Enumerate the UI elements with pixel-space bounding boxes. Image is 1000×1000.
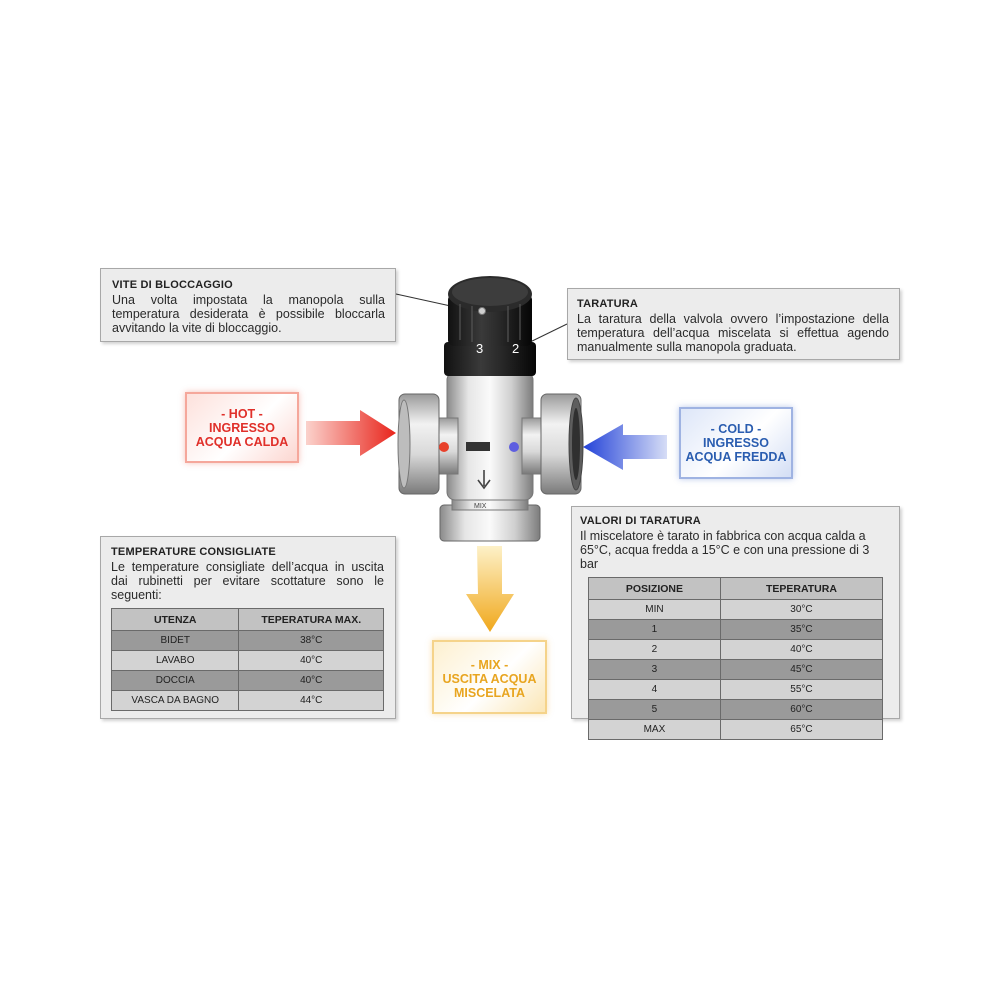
body-logo bbox=[466, 442, 490, 451]
table-header: TEPERATURA bbox=[719, 577, 884, 600]
cold-indicator-dot bbox=[509, 442, 519, 452]
cold-inflow-arrow bbox=[583, 424, 667, 470]
hot-label-line3: ACQUA CALDA bbox=[195, 435, 289, 449]
table-cell: 40°C bbox=[238, 650, 384, 671]
table-cell: 65°C bbox=[719, 719, 884, 740]
table-cell: VASCA DA BAGNO bbox=[110, 690, 240, 711]
valori-di-taratura-panel: VALORI DI TARATURA Il miscelatore è tara… bbox=[571, 506, 900, 740]
table-header: UTENZA bbox=[110, 608, 240, 631]
mix-label-line2: USCITA ACQUA bbox=[442, 672, 537, 686]
table-cell: 30°C bbox=[719, 599, 884, 620]
table-cell: 3 bbox=[588, 659, 721, 680]
table-cell: MAX bbox=[588, 719, 721, 740]
vite-di-bloccaggio-panel: VITE DI BLOCCAGGIO Una volta impostata l… bbox=[100, 268, 396, 342]
cold-inlet-connector bbox=[521, 393, 584, 495]
locking-screw-icon[interactable] bbox=[478, 307, 486, 315]
cold-label-line3: ACQUA FREDDA bbox=[685, 450, 787, 464]
table-row: 2 40°C bbox=[588, 639, 884, 660]
thermostatic-knob[interactable] bbox=[444, 276, 536, 376]
table-cell: LAVABO bbox=[110, 650, 240, 671]
hot-label-line1: - HOT - bbox=[221, 407, 263, 421]
temperature-table: UTENZA TEPERATURA MAX. BIDET 38°C LAVABO… bbox=[110, 608, 384, 711]
table-row: 1 35°C bbox=[588, 619, 884, 640]
flow-direction-icon bbox=[477, 470, 491, 490]
cold-label-line1: - COLD - bbox=[710, 422, 762, 436]
table-cell: 40°C bbox=[719, 639, 884, 660]
table-header: TEPERATURA MAX. bbox=[238, 608, 384, 631]
table-cell: 2 bbox=[588, 639, 721, 660]
cold-inlet-label: - COLD - INGRESSO ACQUA FREDDA bbox=[679, 407, 793, 479]
table-row: DOCCIA 40°C bbox=[110, 670, 384, 691]
table-cell: 4 bbox=[588, 679, 721, 700]
dial-number-2: 2 bbox=[512, 341, 520, 356]
taratura-text: La taratura della valvola ovvero l’impos… bbox=[577, 312, 889, 354]
vite-title: VITE DI BLOCCAGGIO bbox=[112, 279, 233, 291]
mix-outlet-label: - MIX - USCITA ACQUA MISCELATA bbox=[432, 640, 547, 714]
table-row: MIN 30°C bbox=[588, 599, 884, 620]
table-row: LAVABO 40°C bbox=[110, 650, 384, 671]
hot-inflow-arrow bbox=[306, 410, 396, 456]
table-cell: 44°C bbox=[238, 690, 384, 711]
valve-body-marking: MIX bbox=[474, 503, 487, 510]
mix-outflow-arrow bbox=[466, 546, 514, 632]
table-row: 3 45°C bbox=[588, 659, 884, 680]
temperature-text: Le temperature consigliate dell’acqua in… bbox=[111, 560, 384, 602]
table-cell: DOCCIA bbox=[110, 670, 240, 691]
table-cell: 1 bbox=[588, 619, 721, 640]
table-cell: 35°C bbox=[719, 619, 884, 640]
table-cell: 5 bbox=[588, 699, 721, 720]
taratura-panel: TARATURA La taratura della valvola ovver… bbox=[567, 288, 900, 360]
table-cell: 40°C bbox=[238, 670, 384, 691]
table-cell: 45°C bbox=[719, 659, 884, 680]
valori-table: POSIZIONE TEPERATURA MIN 30°C 1 35°C 2 4… bbox=[588, 577, 884, 740]
mix-label-line3: MISCELATA bbox=[453, 686, 526, 700]
hot-inlet-label: - HOT - INGRESSO ACQUA CALDA bbox=[185, 392, 299, 463]
taratura-title: TARATURA bbox=[577, 298, 639, 310]
temperature-consigliate-panel: TEMPERATURE CONSIGLIATE Le temperature c… bbox=[100, 536, 396, 719]
table-row: 4 55°C bbox=[588, 679, 884, 700]
table-cell: BIDET bbox=[110, 630, 240, 651]
hot-indicator-dot bbox=[439, 442, 449, 452]
table-cell: 55°C bbox=[719, 679, 884, 700]
table-row: MAX 65°C bbox=[588, 719, 884, 740]
table-cell: 38°C bbox=[238, 630, 384, 651]
hot-label-line2: INGRESSO bbox=[209, 421, 275, 435]
cold-label-line2: INGRESSO bbox=[703, 436, 769, 450]
dial-number-3: 3 bbox=[476, 341, 484, 356]
table-cell: 60°C bbox=[719, 699, 884, 720]
table-row: VASCA DA BAGNO 44°C bbox=[110, 690, 384, 711]
table-row: BIDET 38°C bbox=[110, 630, 384, 651]
mix-label-line1: - MIX - bbox=[470, 658, 509, 672]
table-cell: MIN bbox=[588, 599, 721, 620]
table-header: POSIZIONE bbox=[588, 577, 721, 600]
hot-inlet-connector bbox=[397, 393, 459, 495]
temperature-title: TEMPERATURE CONSIGLIATE bbox=[111, 546, 276, 558]
valori-text: Il miscelatore è tarato in fabbrica con … bbox=[580, 529, 870, 571]
valori-title: VALORI DI TARATURA bbox=[580, 515, 701, 527]
vite-text: Una volta impostata la manopola sulla te… bbox=[112, 293, 385, 335]
table-row: 5 60°C bbox=[588, 699, 884, 720]
